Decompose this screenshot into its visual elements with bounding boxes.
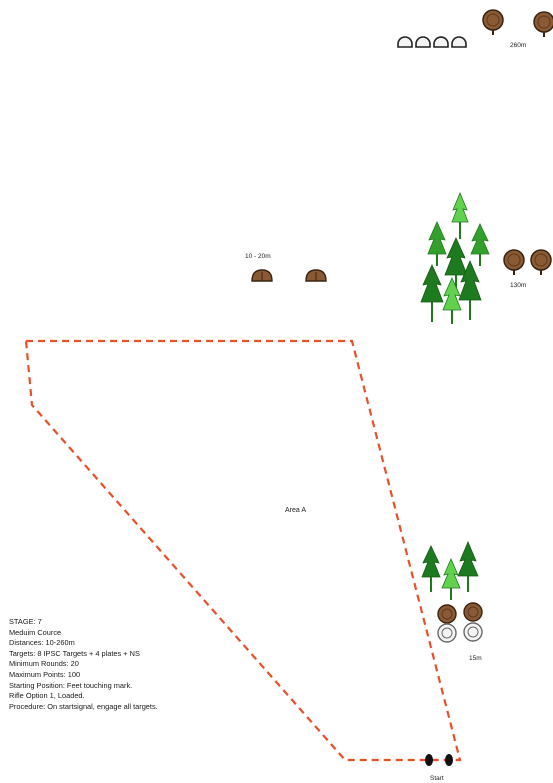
briefing-line: Distances: 10-260m bbox=[9, 638, 75, 648]
stage-briefing: STAGE: 7 Meduim Cource Distances: 10-260… bbox=[9, 617, 158, 712]
ipsc-target-icon bbox=[482, 9, 504, 35]
ipsc-target-icon bbox=[437, 604, 457, 624]
plate-distance-label: 10 - 20m bbox=[245, 253, 271, 260]
briefing-line: Meduim Cource bbox=[9, 627, 62, 637]
tree-icon bbox=[444, 237, 468, 292]
ipsc-target-icon bbox=[530, 249, 552, 275]
mid-distance-label: 130m bbox=[510, 282, 526, 289]
briefing-line: Minimum Rounds: 20 bbox=[9, 659, 79, 669]
tree-icon bbox=[421, 545, 441, 592]
far-distance-label: 260m bbox=[510, 42, 526, 49]
start-marker-icon bbox=[445, 754, 453, 766]
tree-icon bbox=[457, 540, 479, 592]
tree-icon bbox=[420, 264, 444, 322]
start-label: Start bbox=[430, 775, 444, 782]
tree-icon bbox=[442, 277, 462, 324]
no-shoot-target-icon bbox=[463, 622, 483, 642]
plate-group: 10 - 20m bbox=[245, 253, 327, 282]
tree-icon bbox=[470, 223, 490, 266]
tree-icon bbox=[451, 191, 469, 239]
no-shoot-target-icon bbox=[397, 36, 413, 48]
briefing-line: Rifle Option 1, Loaded. bbox=[9, 691, 85, 701]
start-position: Start bbox=[425, 754, 453, 782]
tree-icon bbox=[458, 259, 482, 320]
mid-target-group: 130m bbox=[503, 249, 552, 289]
tree-icon bbox=[427, 221, 447, 266]
briefing-line: STAGE: 7 bbox=[9, 617, 42, 626]
far-target-group: 260m bbox=[397, 9, 553, 49]
steel-plate-icon bbox=[251, 269, 273, 282]
no-shoot-target-icon bbox=[433, 36, 449, 48]
no-shoot-target-icon bbox=[437, 623, 457, 643]
steel-plate-icon bbox=[305, 269, 327, 282]
no-shoot-target-icon bbox=[415, 36, 431, 48]
briefing-line: Starting Position: Feet touching mark. bbox=[9, 680, 133, 690]
briefing-line: Targets: 8 IPSC Targets + 4 plates + NS bbox=[9, 648, 140, 658]
ipsc-target-icon bbox=[533, 11, 553, 37]
ipsc-target-icon bbox=[503, 249, 525, 275]
briefing-line: Maximum Points: 100 bbox=[9, 669, 81, 679]
ipsc-target-icon bbox=[463, 602, 483, 622]
close-target-group: 15m bbox=[437, 602, 483, 662]
tree-cluster-close bbox=[421, 540, 479, 600]
briefing-line: Procedure: On startsignal, engage all ta… bbox=[9, 701, 158, 711]
no-shoot-target-icon bbox=[451, 36, 467, 48]
area-boundary bbox=[24, 339, 462, 762]
tree-cluster-mid bbox=[420, 191, 490, 324]
tree-icon bbox=[441, 558, 461, 600]
area-label: Area A bbox=[285, 507, 306, 514]
close-distance-label: 15m bbox=[469, 655, 482, 662]
start-marker-icon bbox=[425, 754, 433, 766]
